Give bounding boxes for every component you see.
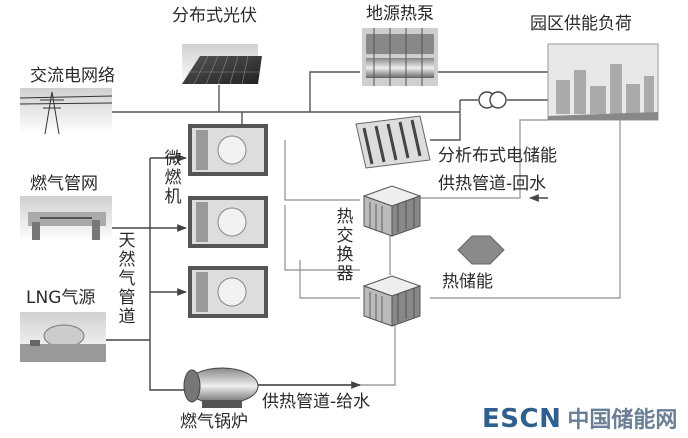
heat-exchanger-image-2 — [362, 275, 422, 327]
label-gas-network: 燃气管网 — [30, 174, 98, 194]
heat-exchanger-image-1 — [362, 185, 422, 237]
watermark-brand: ESCN — [482, 404, 562, 434]
label-thermal-storage: 热储能 — [442, 272, 493, 292]
thermal-storage-icon — [457, 235, 505, 265]
battery-storage-image — [355, 115, 431, 169]
gas-boiler-image — [183, 367, 259, 408]
label-boiler: 燃气锅炉 — [180, 412, 248, 432]
label-lng: LNG气源 — [26, 288, 96, 308]
heat-pump-image — [362, 28, 438, 86]
label-heat-pump: 地源热泵 — [366, 4, 434, 24]
micro-turbine-image-1 — [188, 124, 268, 176]
label-park-load: 园区供能负荷 — [530, 14, 632, 34]
label-micro-turbine: 微燃机 — [164, 149, 182, 208]
label-heat-exchanger: 热交换器 — [336, 207, 354, 285]
watermark-site: 中国储能网 — [567, 408, 678, 433]
label-storage: 分析布式电储能 — [438, 146, 557, 166]
label-grid: 交流电网络 — [30, 66, 115, 86]
label-pv: 分布式光伏 — [172, 6, 257, 26]
micro-turbine-image-3 — [188, 266, 268, 318]
label-return-pipe: 供热管道-回水 — [438, 174, 547, 194]
lng-image — [20, 312, 106, 362]
gas-network-image — [20, 196, 112, 242]
transformer-icon — [478, 91, 507, 109]
label-natural-gas-pipe: 天然气管道 — [118, 231, 136, 328]
park-load-image — [547, 43, 659, 121]
power-grid-image — [19, 88, 113, 135]
micro-turbine-image-2 — [188, 196, 268, 248]
pv-panel-image — [182, 44, 262, 85]
heat-pipes — [250, 119, 621, 386]
label-supply-pipe: 供热管道-给水 — [262, 392, 371, 412]
